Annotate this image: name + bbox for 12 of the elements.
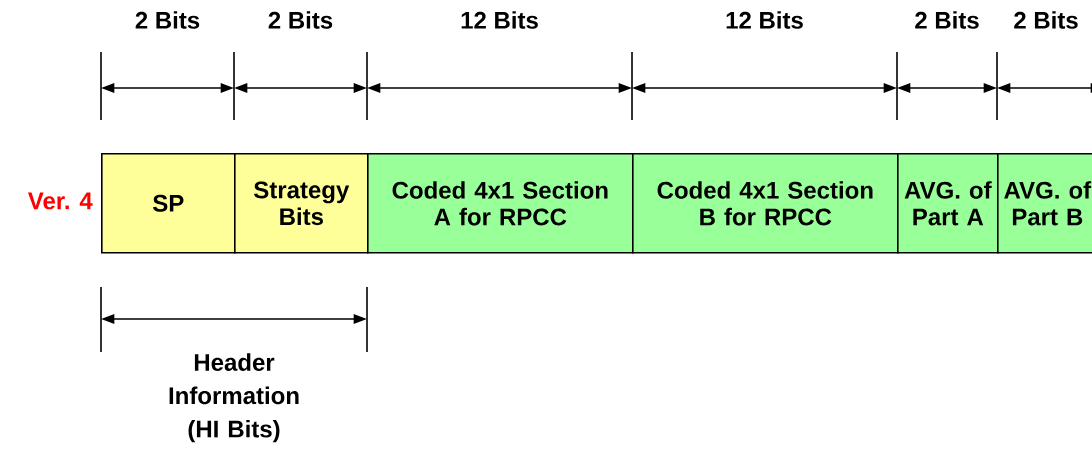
bit-count-label: 2 Bits (268, 11, 333, 29)
bit-count-label: 2 Bits (135, 11, 200, 29)
bit-count-label: 12 Bits (726, 11, 803, 29)
field-cell: Strategy Bits (234, 153, 369, 254)
field-cell: AVG. of Part B (997, 153, 1092, 254)
bit-count-label: 12 Bits (461, 11, 538, 29)
field-cell: AVG. of Part A (897, 153, 999, 254)
dimension-label: Header Information (HI Bits) (169, 353, 299, 443)
bit-count-label: 2 Bits (915, 11, 979, 29)
bit-count-label: 2 Bits (1014, 11, 1078, 29)
field-cell: SP (101, 153, 236, 254)
field-cell: Coded 4x1 Section A for RPCC (367, 153, 634, 254)
